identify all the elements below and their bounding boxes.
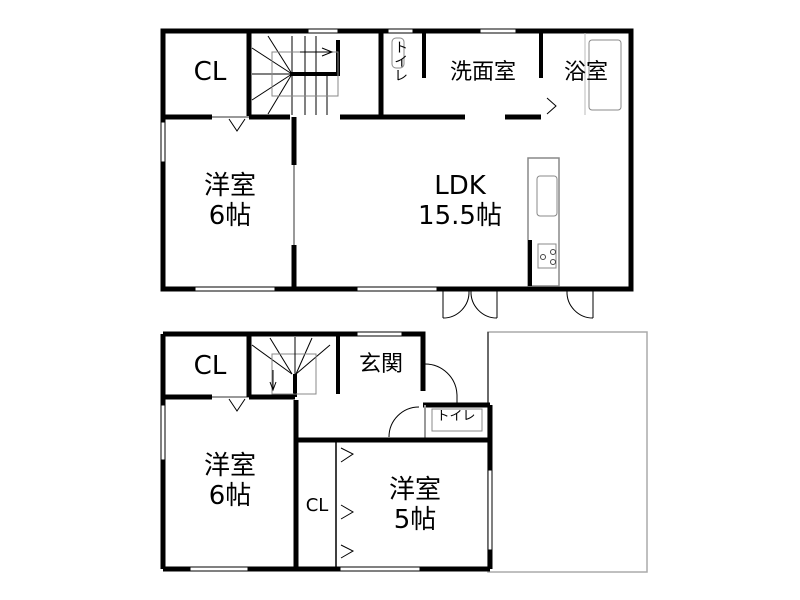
room-name: 洋室 bbox=[388, 475, 441, 505]
room-label-toilet-lower: トイレ bbox=[436, 409, 476, 424]
room-label-washroom: 洗面室 bbox=[449, 60, 516, 85]
room-label-closet-lower: CL bbox=[193, 351, 227, 381]
room-name: LDK bbox=[434, 171, 486, 201]
room-label-western-room-lower-a: 洋室 6帖 bbox=[168, 451, 292, 512]
room-label-bath: 浴室 bbox=[563, 60, 608, 85]
room-name: 洋室 bbox=[203, 451, 256, 481]
upper-floor bbox=[160, 28, 634, 319]
room-label-toilet-upper: トイレ bbox=[392, 40, 409, 82]
room-size: 5帖 bbox=[393, 504, 437, 535]
room-size: 6帖 bbox=[208, 200, 252, 231]
room-label-entrance: 玄関 bbox=[358, 352, 403, 377]
room-label-ldk: LDK 15.5帖 bbox=[380, 171, 540, 232]
room-label-closet-side: CL bbox=[305, 495, 329, 516]
room-name: 洋室 bbox=[203, 171, 256, 201]
room-label-western-room-upper: 洋室 6帖 bbox=[168, 171, 292, 232]
room-label-closet-upper: CL bbox=[193, 57, 227, 87]
room-label-western-room-lower-b: 洋室 5帖 bbox=[350, 475, 480, 536]
lower-floor bbox=[160, 331, 648, 573]
room-size: 15.5帖 bbox=[418, 200, 502, 231]
room-size: 6帖 bbox=[208, 480, 252, 511]
